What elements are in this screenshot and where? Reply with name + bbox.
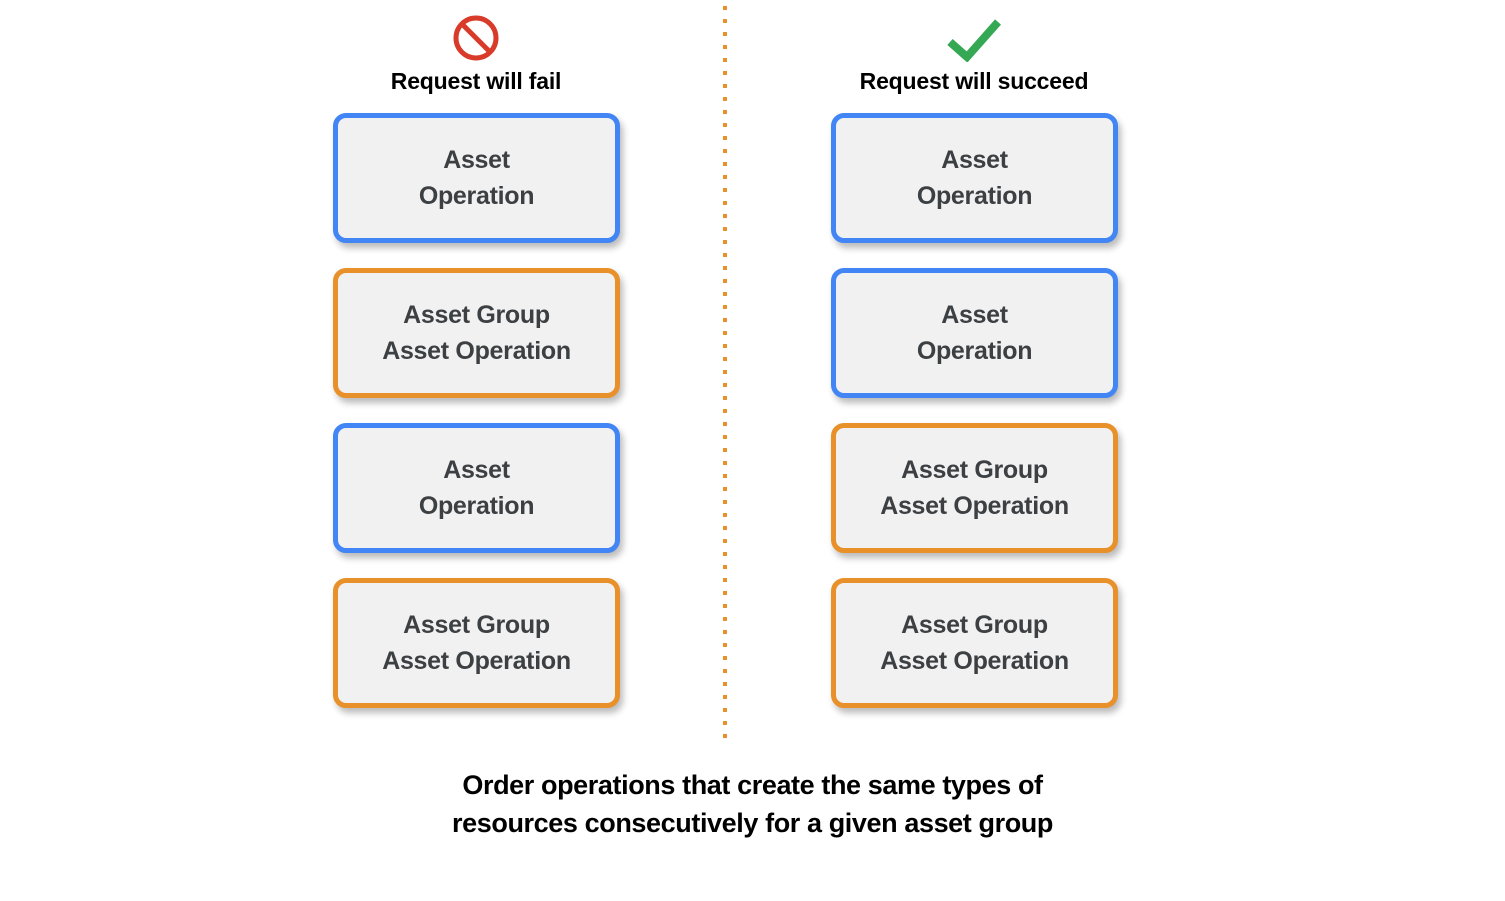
- operation-box-line: Asset: [443, 456, 510, 484]
- column-title-fail: Request will fail: [390, 68, 562, 94]
- operation-box-line: Asset Operation: [382, 337, 571, 365]
- operation-box-line: Asset Group: [403, 301, 550, 329]
- checkmark-icon: [824, 10, 1124, 66]
- operation-box-line: Asset Group: [901, 456, 1048, 484]
- operation-box-line: Asset: [443, 146, 510, 174]
- operation-box-line: Operation: [916, 337, 1033, 365]
- column-title-succeed: Request will succeed: [859, 68, 1089, 94]
- operation-box[interactable]: Asset Group Asset Operation: [831, 423, 1118, 553]
- operation-box[interactable]: Asset Group Asset Operation: [333, 268, 620, 398]
- operation-box-line: Asset: [941, 301, 1008, 329]
- prohibited-icon: [326, 10, 626, 66]
- operation-box-line: Asset Operation: [382, 647, 571, 675]
- operation-box-line: Asset: [941, 146, 1008, 174]
- operation-box[interactable]: Asset Operation: [831, 113, 1118, 243]
- operation-box[interactable]: Asset Operation: [333, 113, 620, 243]
- operation-box-line: Operation: [418, 492, 535, 520]
- box-stack-fail: Asset Operation Asset Group Asset Operat…: [333, 113, 620, 733]
- caption-line: Order operations that create the same ty…: [462, 770, 1043, 800]
- operation-box-line: Asset Operation: [880, 647, 1069, 675]
- operation-box[interactable]: Asset Operation: [333, 423, 620, 553]
- operation-box-line: Operation: [916, 182, 1033, 210]
- diagram-caption: Order operations that create the same ty…: [0, 766, 1505, 842]
- operation-box[interactable]: Asset Group Asset Operation: [333, 578, 620, 708]
- caption-line: resources consecutively for a given asse…: [452, 808, 1053, 838]
- column-header-fail: Request will fail: [326, 10, 626, 95]
- operation-box-line: Operation: [418, 182, 535, 210]
- operation-box-line: Asset Group: [403, 611, 550, 639]
- operation-box-line: Asset Group: [901, 611, 1048, 639]
- operation-box[interactable]: Asset Operation: [831, 268, 1118, 398]
- column-divider: [723, 6, 727, 738]
- column-header-succeed: Request will succeed: [824, 10, 1124, 95]
- operation-box-line: Asset Operation: [880, 492, 1069, 520]
- operation-box[interactable]: Asset Group Asset Operation: [831, 578, 1118, 708]
- box-stack-succeed: Asset Operation Asset Operation Asset Gr…: [831, 113, 1118, 733]
